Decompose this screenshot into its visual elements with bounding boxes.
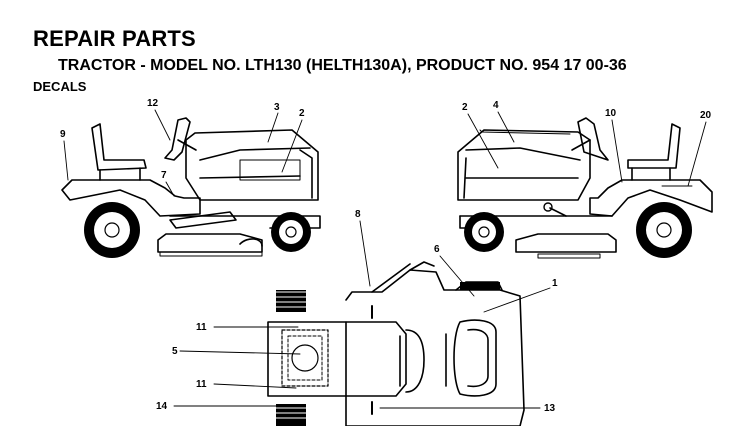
mower-deck-left bbox=[157, 233, 263, 253]
seat-left bbox=[91, 123, 147, 171]
hood-right bbox=[457, 129, 591, 201]
callout-11-top-lower: 11 bbox=[196, 379, 207, 390]
seat-right bbox=[627, 123, 681, 169]
callout-12-left: 12 bbox=[147, 98, 159, 109]
callout-9-left: 9 bbox=[60, 129, 66, 140]
rear-tire-bottom bbox=[276, 404, 306, 426]
section-label: DECALS bbox=[33, 79, 87, 94]
callout-11-top-upper: 11 bbox=[196, 322, 207, 333]
callout-20-right: 20 bbox=[700, 110, 712, 121]
chassis-left bbox=[61, 179, 201, 217]
callout-1-top: 1 bbox=[552, 278, 558, 289]
callout-3-left: 3 bbox=[274, 102, 280, 113]
callout-14-top: 14 bbox=[156, 401, 168, 412]
callout-2-left: 2 bbox=[299, 108, 305, 119]
steering-column-top bbox=[405, 329, 425, 393]
callout-2-right: 2 bbox=[462, 102, 468, 113]
left-view-callouts: 12 3 2 9 7 bbox=[60, 98, 305, 197]
page-title: REPAIR PARTS bbox=[33, 26, 196, 51]
callout-10-right: 10 bbox=[605, 108, 617, 119]
tractor-top-view bbox=[267, 261, 525, 426]
page-subtitle: TRACTOR - MODEL NO. LTH130 (HELTH130A), … bbox=[58, 57, 627, 74]
callout-5-top: 5 bbox=[172, 346, 178, 357]
top-view-callouts: 8 6 1 11 5 11 14 13 bbox=[156, 209, 558, 414]
headlight-top bbox=[453, 319, 497, 397]
mower-deck-right bbox=[515, 233, 617, 253]
callout-8-top: 8 bbox=[355, 209, 361, 220]
steering-wheel-right bbox=[577, 117, 609, 161]
right-view-callouts: 2 4 10 20 bbox=[462, 100, 712, 187]
hood-left bbox=[185, 129, 319, 201]
battery-decal-outline bbox=[281, 329, 329, 387]
tractor-left-view bbox=[61, 117, 321, 258]
callout-7-left: 7 bbox=[161, 170, 167, 181]
callout-6-top: 6 bbox=[434, 244, 440, 255]
rear-body-top bbox=[267, 321, 347, 397]
rear-tire-top bbox=[276, 290, 306, 312]
tractor-right-view bbox=[457, 117, 713, 259]
callout-4-right: 4 bbox=[493, 100, 499, 111]
steering-wheel-left bbox=[164, 117, 191, 161]
callout-13-top: 13 bbox=[544, 403, 556, 414]
